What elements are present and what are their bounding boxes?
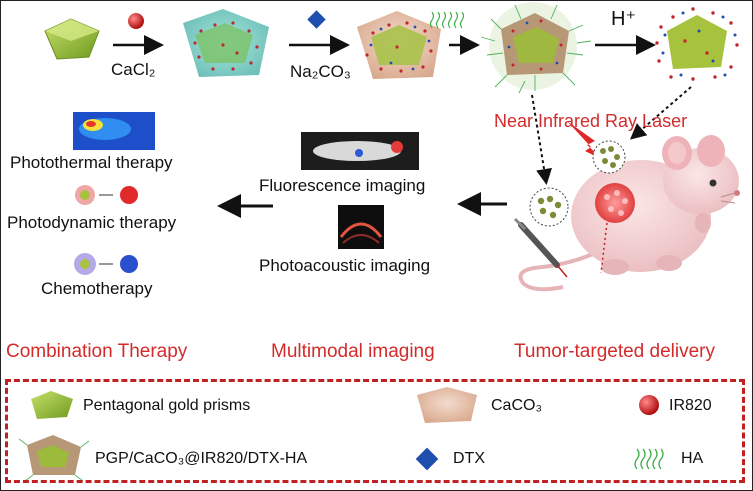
syringe-icon: [513, 217, 568, 278]
na2co3-label: Na₂CO₃: [290, 62, 351, 81]
dotted-arrow-to-injection: [531, 94, 552, 185]
legend-composite-label: PGP/CaCO₃@IR820/DTX-HA: [95, 450, 308, 467]
pgp-caco3-ir820-dtx-ha-particle: [480, 2, 592, 94]
tumor-dotted-line: [600, 222, 608, 274]
dtx-icon: [307, 10, 326, 29]
legend-ir820-icon: [639, 395, 659, 415]
legend-pgp-icon: [31, 391, 73, 419]
ir820-icon: [128, 13, 144, 29]
photothermal-image: [73, 112, 155, 150]
photodynamic-icon: [75, 185, 138, 205]
laser-label: Near Infrared Ray Laser: [494, 111, 688, 131]
ha-small-icon: [429, 11, 465, 29]
h-plus-label: H⁺: [611, 8, 636, 30]
section-multimodal-imaging: Multimodal imaging: [271, 341, 435, 362]
legend-dtx-label: DTX: [453, 450, 485, 467]
legend-ir820-label: IR820: [669, 397, 712, 414]
legend-pgp-label: Pentagonal gold prisms: [83, 397, 251, 414]
photoacoustic-label: Photoacoustic imaging: [259, 256, 431, 275]
photodynamic-label: Photodynamic therapy: [7, 213, 177, 232]
chemotherapy-icon: [74, 253, 138, 275]
tumor-icon: [595, 183, 635, 223]
pentagonal-gold-prism-icon: [44, 18, 100, 60]
section-combination-therapy: Combination Therapy: [6, 341, 188, 362]
injection-nanoparticle-bubble: [529, 187, 569, 227]
legend-composite-icon: [18, 435, 90, 482]
legend-ha-icon: [634, 448, 664, 470]
legend-ha-label: HA: [681, 450, 704, 467]
section-tumor-targeted-delivery: Tumor-targeted delivery: [514, 341, 715, 362]
chemotherapy-label: Chemotherapy: [41, 279, 153, 298]
tumor-nanoparticle-bubble: [592, 140, 626, 174]
released-particle: [655, 7, 739, 81]
cacl2-label: CaCl₂: [111, 60, 156, 79]
pgp-caco3-ir820-dtx-particle: [357, 11, 441, 79]
photothermal-label: Photothermal therapy: [10, 153, 173, 172]
legend-box: [5, 379, 745, 483]
legend-dtx-icon: [415, 447, 439, 471]
fluorescence-label: Fluorescence imaging: [259, 176, 426, 195]
fluorescence-image: [301, 132, 419, 170]
legend-caco3-label: CaCO₃: [491, 397, 542, 414]
pgp-caco3-ir820-particle: [183, 9, 269, 77]
photoacoustic-image: [338, 205, 384, 249]
dotted-arrow-to-tumor: [629, 86, 692, 140]
laser-bolt-icon: [567, 121, 605, 161]
legend-caco3-icon: [417, 387, 477, 423]
